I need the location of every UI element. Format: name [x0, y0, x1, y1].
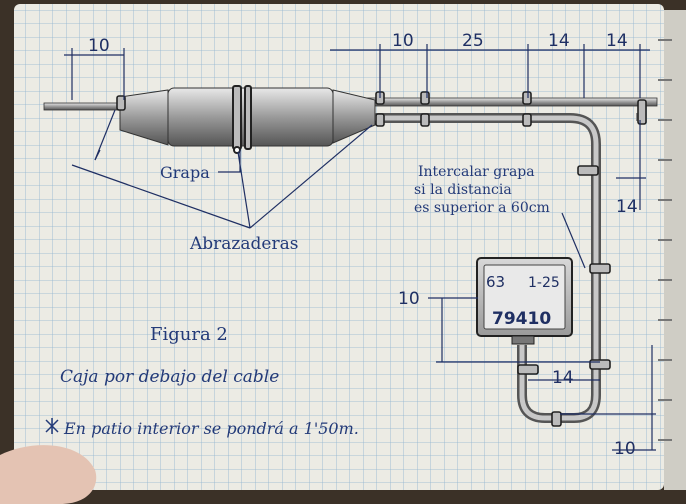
- dimension-lines: [64, 44, 656, 451]
- thumb: [0, 445, 97, 504]
- box-text-right: 1-25: [528, 275, 560, 291]
- label-intercalar-3: es superior a 60cm: [414, 200, 550, 216]
- dim-bottom-14: 14: [552, 368, 574, 388]
- figure-title: Figura 2: [150, 324, 228, 345]
- dim-top-left: 10: [88, 36, 110, 56]
- leader-lines: [71, 109, 586, 269]
- clamp: [232, 85, 252, 154]
- dim-box-left: 10: [398, 289, 420, 309]
- page-edge: [664, 10, 686, 490]
- label-intercalar-1: Intercalar grapa: [418, 164, 535, 180]
- box-number: 79410: [492, 309, 551, 329]
- figure-caption: Caja por debajo del cable: [60, 367, 279, 387]
- note-patio: En patio interior se pondrá a 1'50m.: [63, 419, 359, 438]
- junction-box: [476, 257, 573, 345]
- label-abrazaderas: Abrazaderas: [189, 234, 298, 254]
- spiral-binding: [658, 39, 672, 441]
- dim-bottom-10: 10: [614, 439, 636, 459]
- label-grapa: Grapa: [160, 163, 210, 182]
- box-text-left: 63: [486, 273, 505, 291]
- dim-top-a: 10: [392, 31, 414, 51]
- dim-top-d: 14: [606, 31, 628, 51]
- asterisk-icon: [45, 418, 59, 434]
- dim-right-vertical: 14: [616, 197, 638, 217]
- grapa-clip: [116, 91, 647, 427]
- dim-top-b: 25: [462, 31, 484, 51]
- label-intercalar-2: si la distancia: [414, 182, 512, 198]
- dim-top-c: 14: [548, 31, 570, 51]
